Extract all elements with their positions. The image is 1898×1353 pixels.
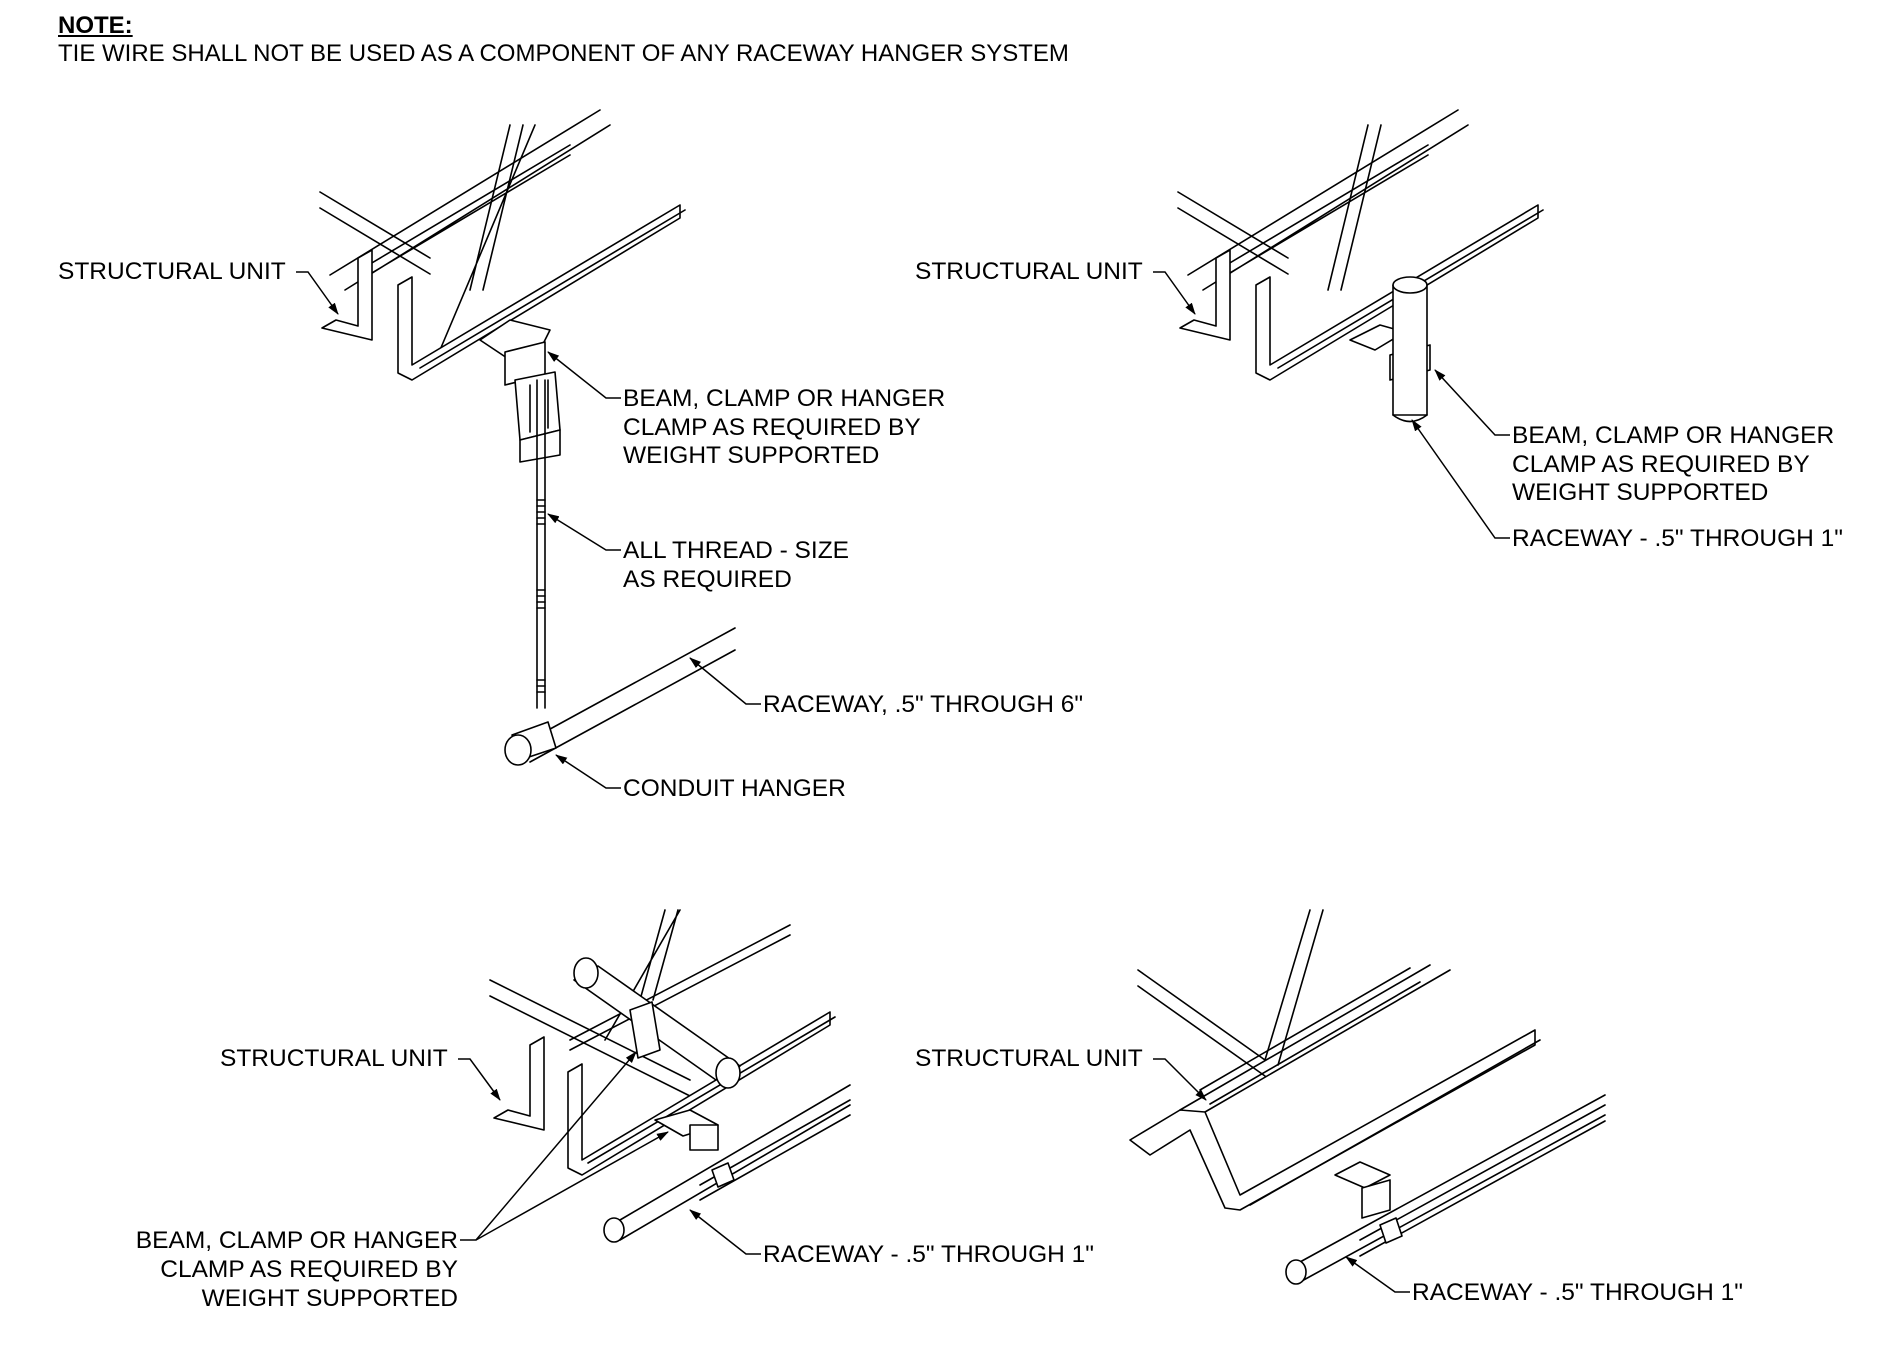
detail-4-raceways <box>1285 1094 1606 1285</box>
detail-3-upper-conduit <box>573 957 741 1089</box>
detail-2-clamp-label-line-3: WEIGHT SUPPORTED <box>1512 479 1768 506</box>
detail-4-structural-unit <box>1129 909 1541 1211</box>
detail-1-clamp-label-line-3: WEIGHT SUPPORTED <box>623 442 879 469</box>
detail-2-vertical-raceway <box>1392 276 1428 423</box>
detail-3-raceway-label: RACEWAY - .5" THROUGH 1" <box>763 1241 1094 1268</box>
note-heading: NOTE: <box>58 12 133 39</box>
detail-4-beam-clamp <box>1334 1161 1391 1219</box>
detail-3-cross-conduit-support: STRUCTURAL UNIT BEAM, CLAMP OR HANGER CL… <box>136 909 1094 1312</box>
detail-1-clamp-label-line-2: CLAMP AS REQUIRED BY <box>623 414 921 441</box>
detail-1-rod-hanger: STRUCTURAL UNIT BEAM, CLAMP OR HANGER CL… <box>58 109 1083 802</box>
detail-4-raceway-label: RACEWAY - .5" THROUGH 1" <box>1412 1279 1743 1306</box>
detail-2-structural-unit-label: STRUCTURAL UNIT <box>915 258 1143 285</box>
detail-2-raceway-label: RACEWAY - .5" THROUGH 1" <box>1512 525 1843 552</box>
detail-1-all-thread-label-line-2: AS REQUIRED <box>623 566 792 593</box>
detail-1-structural-unit <box>319 109 686 381</box>
detail-1-all-thread-rod <box>536 379 546 709</box>
detail-3-beam-clamps <box>629 1001 719 1151</box>
detail-3-clamp-label-line-3: WEIGHT SUPPORTED <box>202 1285 458 1312</box>
detail-1-structural-unit-label: STRUCTURAL UNIT <box>58 258 286 285</box>
detail-1-conduit-hanger-label: CONDUIT HANGER <box>623 775 846 802</box>
detail-2-clamp-label-line-1: BEAM, CLAMP OR HANGER <box>1512 422 1834 449</box>
detail-3-clamp-label-line-1: BEAM, CLAMP OR HANGER <box>136 1227 458 1254</box>
detail-4-deck-support: STRUCTURAL UNIT RACEWAY - .5" THROUGH 1" <box>915 909 1743 1306</box>
detail-1-raceway <box>504 627 736 766</box>
note-text: TIE WIRE SHALL NOT BE USED AS A COMPONEN… <box>58 40 1069 67</box>
detail-1-all-thread-label-line-1: ALL THREAD - SIZE <box>623 537 849 564</box>
detail-2-beam-clamp-vertical-raceway: STRUCTURAL UNIT BEAM, CLAMP OR HANGER CL… <box>915 109 1843 552</box>
detail-1-beam-clamp <box>479 319 561 463</box>
detail-1-clamp-label-line-1: BEAM, CLAMP OR HANGER <box>623 385 945 412</box>
detail-2-clamp-label-line-2: CLAMP AS REQUIRED BY <box>1512 451 1810 478</box>
detail-3-structural-unit-label: STRUCTURAL UNIT <box>220 1045 448 1072</box>
detail-3-clamp-label-line-2: CLAMP AS REQUIRED BY <box>160 1256 458 1283</box>
general-note: NOTE: TIE WIRE SHALL NOT BE USED AS A CO… <box>58 12 1069 68</box>
detail-3-structural-unit <box>489 909 836 1176</box>
detail-3-raceways <box>603 1084 851 1243</box>
detail-1-raceway-label: RACEWAY, .5" THROUGH 6" <box>763 691 1083 718</box>
detail-4-structural-unit-label: STRUCTURAL UNIT <box>915 1045 1143 1072</box>
